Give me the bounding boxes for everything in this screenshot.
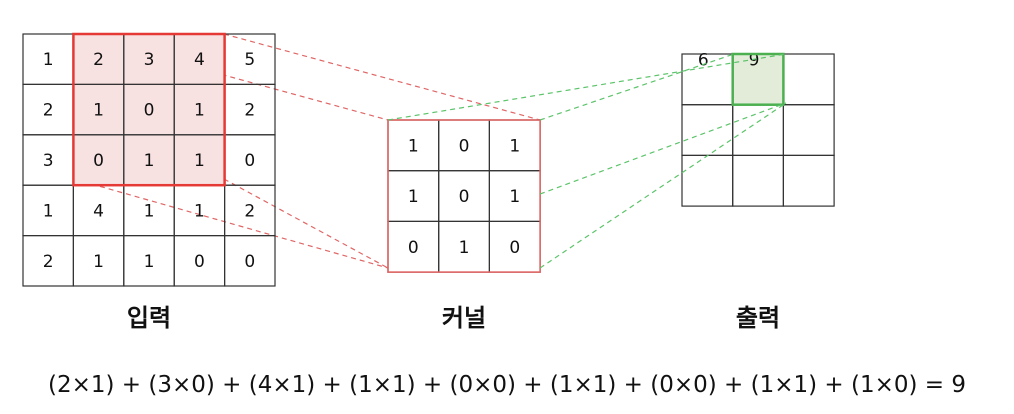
kernel-cell-value: 1 [408,187,419,207]
kernel-cell-value: 1 [408,136,419,156]
green-guide-line [387,53,787,121]
output-cell [681,154,734,207]
kernel-border [387,119,541,273]
kernel-matrix: 1 0 1 1 0 1 0 1 0 [387,119,541,273]
input-cell-value: 1 [194,101,205,121]
input-cell-value: 2 [244,201,255,221]
input-cell-value: 3 [144,50,155,70]
output-cell [681,104,734,156]
green-guide-lines [387,53,787,269]
kernel-cell-value: 0 [459,187,470,207]
output-cell [782,104,835,156]
output-cell [732,154,785,207]
input-cell-value: 0 [93,151,104,171]
output-label: 출력 [736,304,780,332]
output-cell [782,53,835,106]
input-matrix: 1 2 3 4 5 2 1 0 1 2 3 0 1 1 0 1 4 1 1 2 2 1 1 0 0 [22,32,276,287]
red-guide-line [73,178,389,269]
input-cell-value: 2 [244,101,255,121]
kernel-cell-value: 1 [509,136,520,156]
input-cell-value: 1 [93,101,104,121]
output-cell-value: 6 [698,50,709,70]
green-guide-line [539,53,735,121]
input-cell-value: 1 [144,151,155,171]
output-cell [782,154,835,207]
kernel-cell-value: 1 [459,238,470,258]
green-guide-line [539,102,787,269]
kernel-label: 커널 [442,304,486,332]
input-cell-value: 5 [244,50,255,70]
receptive-field-highlight [72,32,226,187]
input-cell-value: 1 [144,252,155,272]
input-cell-value: 4 [93,201,104,221]
red-guide-line [223,33,541,121]
input-cell-value: 0 [244,151,255,171]
receptive-field-fill [73,34,225,186]
output-cell [732,104,785,156]
input-cell-value: 1 [194,151,205,171]
input-cell-value: 1 [194,201,205,221]
input-label: 입력 [127,304,171,332]
input-cell-value: 4 [194,50,205,70]
active-output-fill [732,54,784,105]
input-cell-value: 1 [43,50,54,70]
kernel-cell-value: 0 [408,238,419,258]
green-guide-line [539,102,787,195]
input-cell-value: 0 [244,252,255,272]
input-cell-value: 2 [43,252,54,272]
input-cell [224,235,276,287]
input-cell-value: 1 [93,252,104,272]
input-cell-value: 2 [93,50,104,70]
active-output-highlight [731,52,785,106]
input-cell-value: 2 [43,101,54,121]
input-cell-value: 0 [194,252,205,272]
kernel-cell-value: 0 [509,238,520,258]
input-cell-value: 1 [43,201,54,221]
kernel-cell-value: 1 [509,187,520,207]
convolution-formula: (2×1) + (3×0) + (4×1) + (1×1) + (0×0) + … [47,372,967,398]
output-cell-value: 9 [749,50,760,70]
red-guide-line [223,178,389,269]
kernel-cell-value: 0 [459,136,470,156]
input-cell-value: 0 [144,101,155,121]
input-cell-value: 1 [144,201,155,221]
input-cell-value: 3 [43,151,54,171]
